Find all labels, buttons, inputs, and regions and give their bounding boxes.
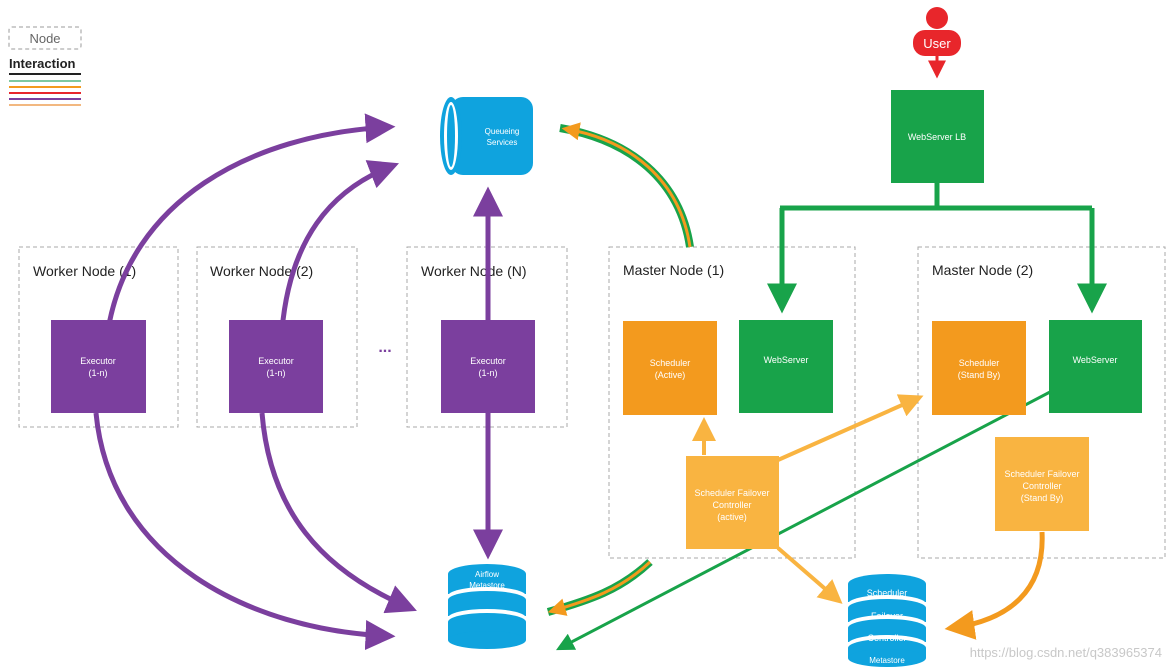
executor-n-label: Executor bbox=[470, 356, 506, 366]
user-actor: User bbox=[913, 7, 961, 79]
failover-to-scheduler-2-arrow bbox=[777, 394, 924, 462]
sfc-metastore-line3: Controller bbox=[867, 633, 906, 643]
failover-active-line3: (active) bbox=[717, 512, 747, 522]
queue-label-line1: Queueing bbox=[485, 127, 520, 136]
master-node-1-title: Master Node (1) bbox=[623, 262, 724, 278]
scheduler-to-queue-outer bbox=[559, 124, 694, 248]
executor-1-label: Executor bbox=[80, 356, 116, 366]
user-label: User bbox=[923, 36, 951, 51]
green-lb-routing bbox=[767, 183, 1107, 314]
sfc-metastore-line4: Metastore bbox=[869, 656, 905, 665]
executor-1-sublabel: (1-n) bbox=[88, 368, 107, 378]
scheduler-to-queue-arrow bbox=[561, 122, 692, 248]
executor-2-to-queue-arrow bbox=[279, 160, 399, 331]
user-head-icon bbox=[926, 7, 948, 29]
sfc-metastore: Scheduler Failover Controller Metastore bbox=[848, 574, 926, 667]
purple-interactions bbox=[93, 113, 503, 650]
executor-1-box bbox=[51, 320, 146, 413]
webserver-lb-label: WebServer LB bbox=[908, 132, 966, 142]
scheduler-standby-sublabel: (Stand By) bbox=[958, 370, 1001, 380]
executor-2-box bbox=[229, 320, 323, 413]
master-node-2-title: Master Node (2) bbox=[932, 262, 1033, 278]
worker-node-1-box bbox=[18, 246, 179, 428]
scheduler-active-label: Scheduler bbox=[650, 358, 691, 368]
worker-ellipsis: ... bbox=[378, 339, 391, 356]
worker-node-n-title: Worker Node (N) bbox=[421, 263, 527, 279]
failover-standby-box bbox=[995, 437, 1089, 531]
queue-body bbox=[451, 97, 533, 175]
failover-to-sfc-metastore-arrow bbox=[776, 546, 843, 604]
failover-interactions bbox=[692, 394, 924, 604]
webserver-1-box bbox=[739, 320, 833, 413]
legend-node-label: Node bbox=[29, 31, 60, 46]
failover-standby-line2: Controller bbox=[1022, 481, 1061, 491]
airflow-metastore: Airflow Metastore bbox=[448, 564, 526, 649]
worker-node-1-title: Worker Node (1) bbox=[33, 263, 136, 279]
executor-2-to-metastore-arrow bbox=[259, 412, 417, 614]
watermark: https://blog.csdn.net/q383965374 bbox=[970, 645, 1162, 660]
executor-1-to-queue-arrow bbox=[105, 113, 396, 331]
legend-node-box bbox=[8, 26, 82, 50]
webserver-2-to-metastore-arrow bbox=[556, 390, 1051, 651]
airflow-metastore-line2: Metastore bbox=[469, 581, 505, 590]
executor-2-label: Executor bbox=[258, 356, 294, 366]
executor-n-box bbox=[441, 320, 535, 413]
executor-1-to-metastore-arrow bbox=[93, 412, 396, 650]
scheduler-to-metastore-arrow bbox=[547, 560, 652, 616]
standby-failover-to-sfc-metastore-arrow bbox=[944, 531, 1045, 640]
user-body-icon bbox=[913, 30, 961, 56]
queue-cap-core bbox=[447, 105, 455, 167]
scheduler-standby-label: Scheduler bbox=[959, 358, 1000, 368]
failover-standby-line3: (Stand By) bbox=[1021, 493, 1064, 503]
queue-label-line2: Services bbox=[487, 138, 518, 147]
worker-node-2-title: Worker Node (2) bbox=[210, 263, 313, 279]
scheduler-to-metastore-outer bbox=[546, 559, 653, 616]
queueing-services: Queueing Services bbox=[440, 97, 533, 175]
webserver-1-label: WebServer bbox=[764, 355, 809, 365]
sfc-metastore-line2: Failover bbox=[871, 611, 903, 621]
legend-interaction-label: Interaction bbox=[9, 56, 76, 71]
executor-2-sublabel: (1-n) bbox=[266, 368, 285, 378]
legend: Node Interaction bbox=[8, 26, 82, 106]
failover-active-line1: Scheduler Failover bbox=[694, 488, 769, 498]
scheduler-active-sublabel: (Active) bbox=[655, 370, 686, 380]
failover-active-line2: Controller bbox=[712, 500, 751, 510]
scheduler-active-box bbox=[623, 321, 717, 415]
webserver-2-label: WebServer bbox=[1073, 355, 1118, 365]
worker-node-2-box bbox=[196, 246, 358, 428]
failover-standby-line1: Scheduler Failover bbox=[1004, 469, 1079, 479]
webserver-lb-box bbox=[891, 90, 984, 183]
airflow-metastore-line1: Airflow bbox=[475, 570, 499, 579]
scheduler-standby-box bbox=[932, 321, 1026, 415]
executor-n-sublabel: (1-n) bbox=[478, 368, 497, 378]
sfc-metastore-line1: Scheduler bbox=[867, 588, 908, 598]
webserver-2-box bbox=[1049, 320, 1142, 413]
failover-active-box bbox=[686, 456, 779, 549]
